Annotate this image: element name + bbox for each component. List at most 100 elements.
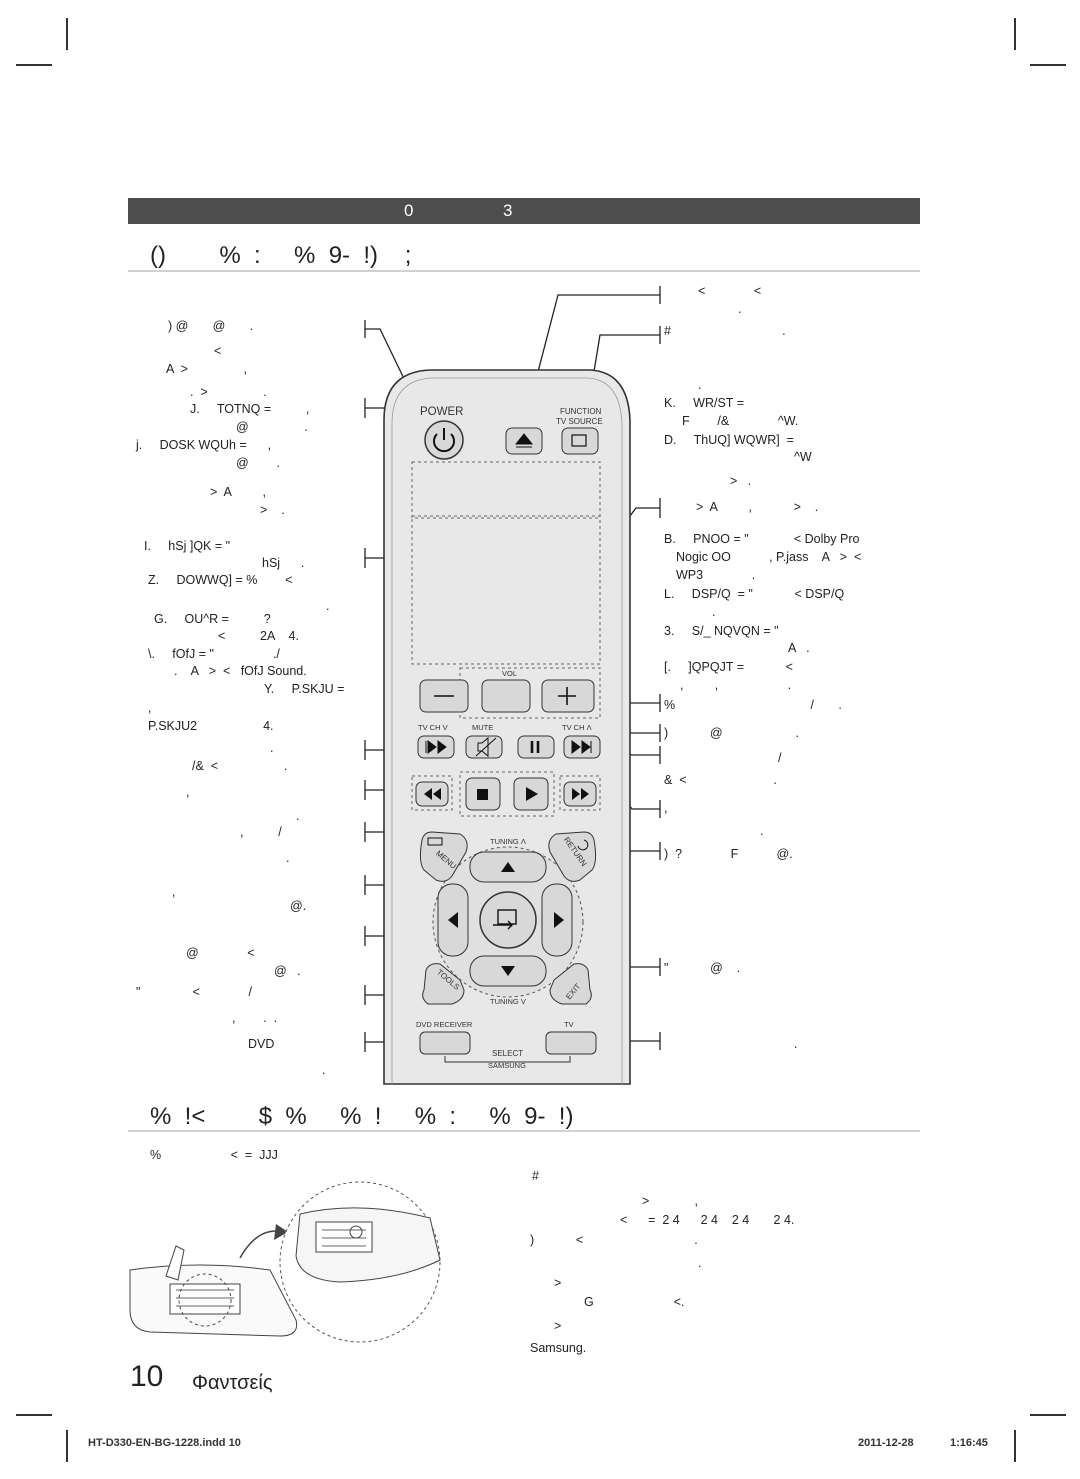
section-title-batteries: % !< $ % % ! % : % 9- !) (150, 1103, 574, 1130)
footer-date: 2011-12-28 (858, 1437, 914, 1449)
menu-button[interactable] (419, 831, 468, 882)
right-note-line: L. DSP/Q = " < DSP/Q (664, 587, 845, 601)
right-note-line: . (794, 1037, 798, 1051)
left-note-line: @ < (186, 946, 255, 960)
right-note-line: ) ? F @. (664, 847, 793, 861)
function-button[interactable] (561, 427, 599, 455)
exit-button[interactable] (549, 963, 592, 1005)
section-rule (128, 1130, 920, 1132)
crop-mark (16, 1414, 52, 1416)
right-note-line: WP3 . (676, 568, 756, 582)
tuning-up-label: TUNING Λ (490, 837, 526, 846)
left-note-line: . > . (190, 385, 267, 399)
left-note-line: < 2A 4. (218, 629, 299, 643)
enter-button[interactable] (479, 891, 537, 949)
battery-note-line: G <. (584, 1295, 685, 1309)
right-note-line: . (712, 605, 716, 619)
crop-mark (1030, 1414, 1066, 1416)
mute-label: MUTE (472, 723, 493, 732)
right-note-line: , , . (680, 678, 792, 692)
samsung-label: SAMSUNG (488, 1061, 526, 1070)
right-note-line: & < . (664, 773, 777, 787)
header-left-text: 0 (404, 201, 414, 220)
battery-note-line: Samsung. (530, 1341, 587, 1355)
right-note-line: > . (730, 474, 752, 488)
battery-note-line: > , (642, 1194, 698, 1208)
right-note-line: " @ . (664, 961, 741, 975)
right-note-line: 3. S/_ NQVQN = " (664, 624, 779, 638)
left-note-line: A > , (166, 362, 247, 376)
left-note-line: /& < . (192, 759, 288, 773)
right-note-line: # . (664, 324, 786, 338)
left-note-line: @ . (236, 456, 280, 470)
right-note-line: D. ThUQ] WQWR] = (664, 433, 794, 447)
left-note-line: J. TOTNQ = , (190, 402, 310, 416)
right-note-line: Nogic OO , P.jass A > < (676, 550, 862, 564)
left-note-line: \. fOfJ = " ./ (148, 647, 280, 661)
left-note-line: . A > < fOfJ Sound. (174, 664, 307, 678)
left-note-line: G. OU^R = ? (154, 612, 271, 626)
crop-mark (1030, 64, 1066, 66)
footer-filename: HT-D330-EN-BG-1228.indd 10 (88, 1437, 241, 1449)
tv-button[interactable] (545, 1031, 597, 1055)
header-right-text: 3 (503, 201, 513, 220)
left-note-line: @ . (236, 420, 308, 434)
battery-note-line: . (698, 1256, 702, 1270)
section-title-remote: () % : % 9- !) ; (150, 242, 412, 269)
crop-mark (1014, 1430, 1016, 1462)
left-note-line: @. (290, 899, 307, 913)
section-rule (128, 270, 920, 272)
return-button[interactable] (548, 831, 597, 882)
power-label: POWER (420, 406, 463, 418)
right-note-line: F /& ^W. (682, 414, 799, 428)
battery-note-line: > (554, 1319, 562, 1333)
left-note-line: > A , (210, 485, 266, 499)
left-note-line: @ . (274, 964, 301, 978)
left-note-line: , (172, 885, 176, 899)
right-note-line: > A , > . (696, 500, 819, 514)
right-note-line: . (738, 302, 742, 316)
left-note-line: , . . (232, 1011, 278, 1025)
pause-button[interactable] (517, 735, 555, 759)
left-note-line: " < / (136, 985, 252, 999)
right-note-line: . (698, 378, 702, 392)
right-note-line: / (778, 751, 782, 765)
dvd-receiver-label: DVD RECEIVER (416, 1020, 473, 1029)
left-note-line: . (326, 599, 330, 613)
left-note-line: DVD (248, 1037, 275, 1051)
crop-mark (1014, 18, 1016, 50)
right-note-line: ) @ . (664, 726, 799, 740)
dvd-receiver-button[interactable] (419, 1031, 471, 1055)
battery-note-line: < = 2 4 2 4 2 4 2 4. (620, 1213, 795, 1227)
left-note-line: . (286, 851, 290, 865)
select-label: SELECT (492, 1049, 523, 1058)
right-note-line: A . (788, 641, 810, 655)
tv-ch-up-label: TV CH Λ (562, 723, 592, 732)
left-note-line: I. hSj ]QK = " (144, 539, 231, 553)
left-note-line: > . (260, 503, 285, 517)
left-note-line: . (270, 741, 274, 755)
battery-note-line: ) < . (530, 1233, 698, 1247)
right-note-line: . (760, 824, 764, 838)
left-note-line: hSj . (262, 556, 305, 570)
battery-insertion-illustration (129, 1181, 441, 1343)
right-note-line: < < (698, 284, 762, 298)
battery-note-line: % < = JJJ (150, 1148, 278, 1162)
left-note-line: Z. DOWWQ] = % < (148, 573, 293, 587)
left-note-line: Y. P.SKJU = (264, 682, 345, 696)
left-note-line: , (148, 701, 152, 715)
crop-mark (66, 18, 68, 50)
left-note-line: . (296, 809, 300, 823)
right-note-line: B. PNOO = " < Dolby Pro (664, 532, 860, 546)
tv-ch-down-label: TV CH V (418, 723, 448, 732)
function-label: FUNCTION (560, 407, 602, 416)
left-note-line: , (186, 785, 190, 799)
battery-note-line: > (554, 1276, 562, 1290)
right-note-line: K. WR/ST = (664, 396, 744, 410)
vol-display (481, 679, 531, 713)
tools-button[interactable] (422, 963, 465, 1005)
left-note-line: < (214, 344, 222, 358)
remote-control-illustration: POWER FUNCTION TV SOURCE VOL TV CH V MUT… (364, 286, 661, 1085)
mute-button[interactable] (465, 735, 503, 759)
right-note-line: ^W (794, 450, 812, 464)
